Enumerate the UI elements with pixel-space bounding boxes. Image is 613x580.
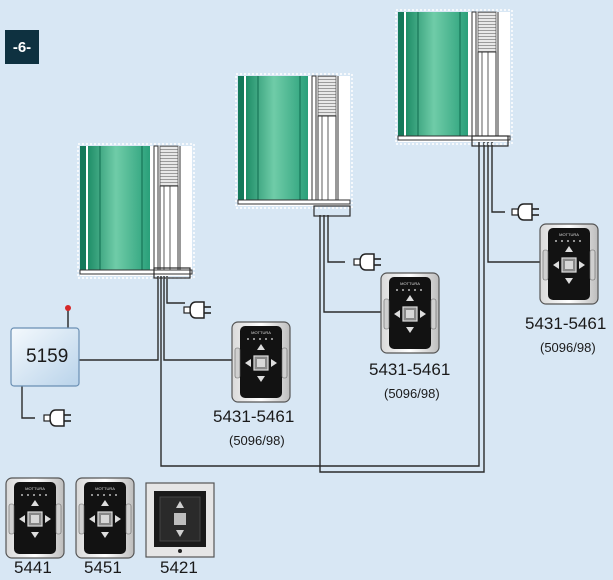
plug-icon xyxy=(183,301,212,319)
step-badge: -6- xyxy=(5,30,39,64)
controller-note: (5096/98) xyxy=(384,386,440,401)
curtain-module-left xyxy=(77,143,195,279)
controller-code: 5431-5461 xyxy=(369,360,451,379)
controller-note: (5096/98) xyxy=(229,433,285,448)
brand-label: MOTTURA xyxy=(400,281,420,286)
controller-code: 5431-5461 xyxy=(213,407,295,426)
curtain-module-middle xyxy=(235,73,353,209)
bottom-control-label: 5441 xyxy=(14,558,52,577)
bottom-control-5421 xyxy=(145,482,215,558)
plug-icon xyxy=(353,253,382,271)
bottom-control-label: 5451 xyxy=(84,558,122,577)
brand-label: MOTTURA xyxy=(25,486,45,491)
controller-note: (5096/98) xyxy=(540,340,596,355)
brand-label: MOTTURA xyxy=(251,330,271,335)
brand-label: MOTTURA xyxy=(559,232,579,237)
plug-icon xyxy=(511,203,540,221)
brand-label: MOTTURA xyxy=(95,486,115,491)
antenna-icon xyxy=(65,305,71,311)
central-unit-label: 5159 xyxy=(26,346,69,367)
central-unit-5159 xyxy=(10,305,80,387)
bottom-control-label: 5421 xyxy=(160,558,198,577)
plug-icon xyxy=(43,409,72,427)
curtain-module-right xyxy=(395,9,513,145)
controller-code: 5431-5461 xyxy=(525,314,607,333)
wires xyxy=(21,140,540,473)
